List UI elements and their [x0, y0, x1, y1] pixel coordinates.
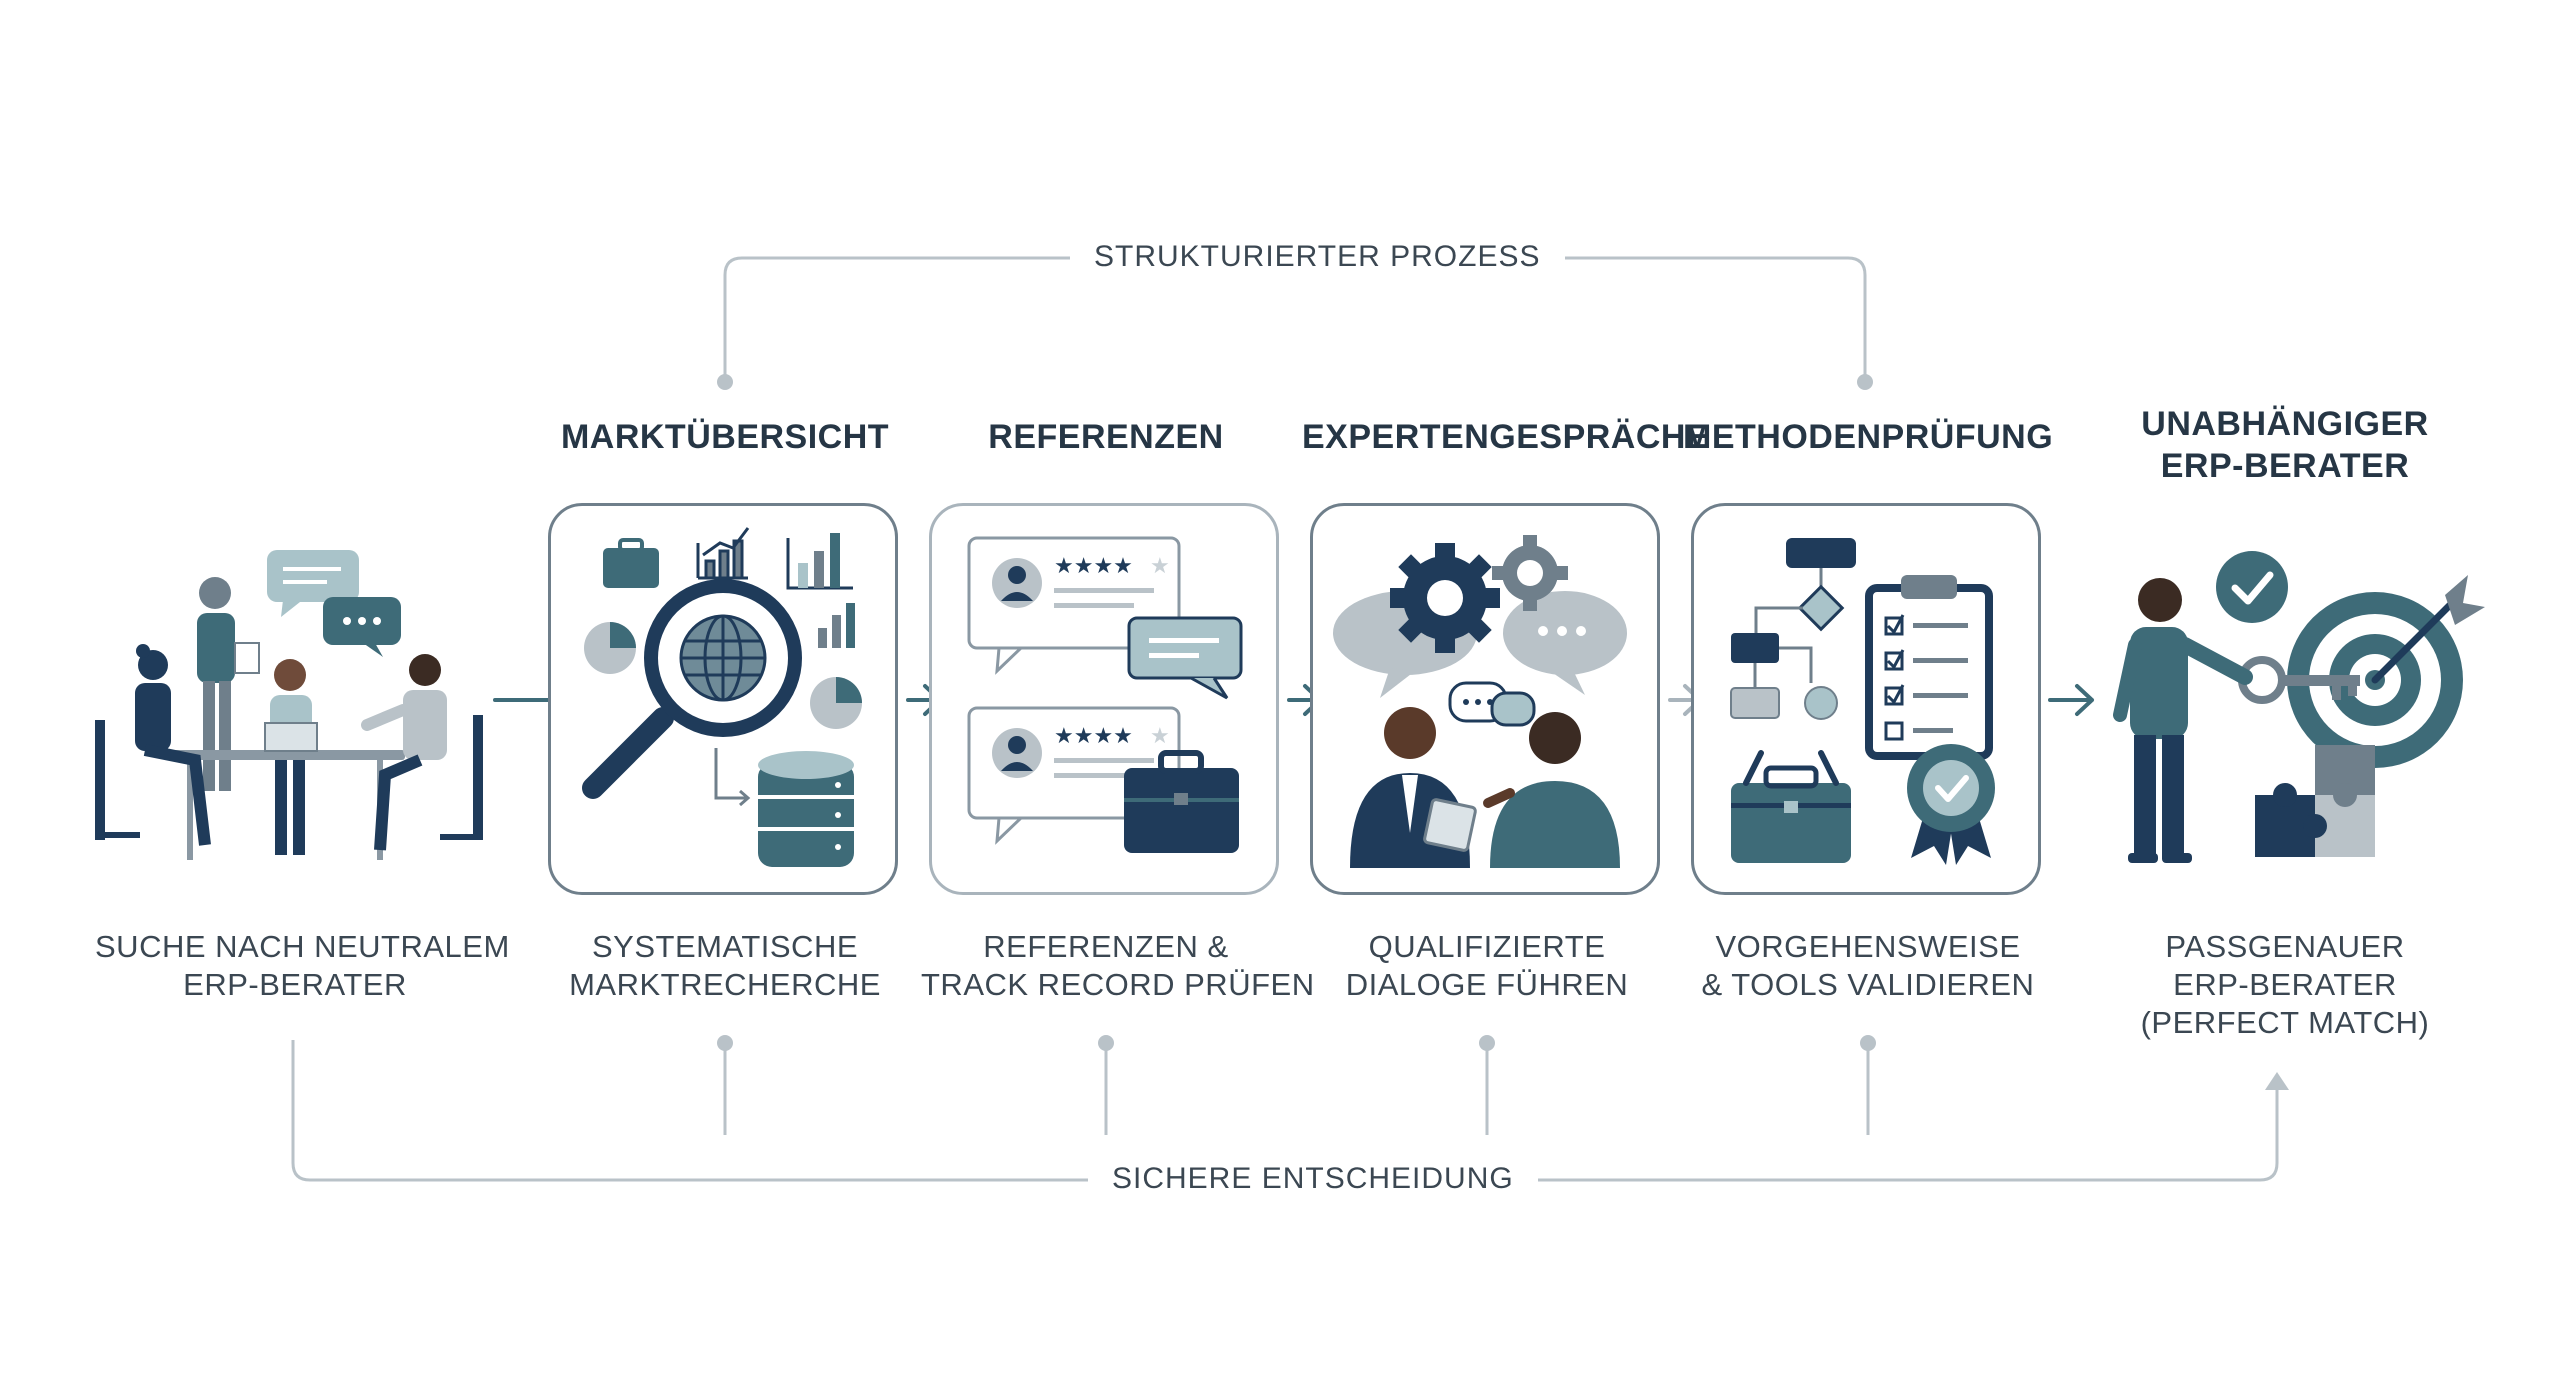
svg-text:★★★★: ★★★★: [1054, 554, 1133, 579]
meeting-icon: [95, 550, 483, 860]
svg-text:★: ★: [1150, 554, 1170, 579]
review-card-icon: ★★★★★: [967, 536, 1181, 675]
badge-icon: [1907, 744, 1995, 865]
puzzle-icon: [2255, 745, 2375, 857]
step-caption-expertengespraeche: QUALIFIZIERTE DIALOGE FÜHREN: [1345, 929, 1629, 1002]
step-caption-referenzen: REFERENZEN & TRACK RECORD PRÜFEN: [921, 929, 1315, 1002]
step-title-methodenpruefung: METHODENPRÜFUNG: [1683, 418, 2054, 456]
step-card-marktuebersicht: [548, 503, 898, 895]
database-icon: [758, 751, 854, 867]
result-title: UNABHÄNGIGER ERP-BERATER: [2141, 405, 2429, 485]
top-bracket-label: STRUKTURIERTER PROZESS: [1070, 240, 1565, 274]
step-title-marktuebersicht: MARKTÜBERSICHT: [560, 418, 890, 456]
step-card-methodenpruefung: [1691, 503, 2041, 895]
bar-chart-icon: [818, 603, 855, 648]
bar-chart-icon: [786, 533, 853, 590]
clipboard-checklist-icon: [1865, 575, 1993, 760]
flowchart-icon: [1730, 538, 1856, 720]
svg-text:★: ★: [1150, 724, 1170, 749]
gear-icon: [1492, 535, 1568, 611]
target-icon: [2113, 551, 2485, 863]
pie-chart-icon: [810, 677, 862, 729]
bar-chart-icon: [696, 527, 750, 580]
speech-bubble-icon: [1127, 616, 1243, 700]
magnifier-globe-icon: [582, 579, 802, 799]
step-card-referenzen: ★★★★★ ★★★★★: [929, 503, 1279, 895]
conversation-icon: [1448, 681, 1536, 727]
briefcase-icon: [603, 538, 659, 588]
step-caption-methodenpruefung: VORGEHENSWEISE & TOOLS VALIDIEREN: [1701, 929, 2035, 1002]
pie-chart-icon: [584, 622, 636, 674]
gear-icon: [1390, 543, 1500, 653]
step-title-expertengespraeche: EXPERTENGESPRÄCHE: [1302, 418, 1710, 456]
toolbox-icon: [1731, 750, 1851, 863]
svg-text:★★★★: ★★★★: [1054, 724, 1133, 749]
result-caption: PASSGENAUER ERP-BERATER (PERFECT MATCH): [2140, 929, 2430, 1040]
step-caption-marktuebersicht: SYSTEMATISCHE MARKTRECHERCHE: [569, 929, 881, 1002]
checkmark-icon: [2216, 551, 2288, 623]
start-caption: SUCHE NACH NEUTRALEM ERP-BERATER: [95, 929, 510, 1002]
step-title-referenzen: REFERENZEN: [988, 418, 1224, 456]
briefcase-icon: [1124, 750, 1239, 853]
bottom-bracket-label: SICHERE ENTSCHEIDUNG: [1088, 1162, 1538, 1196]
step-card-expertengespraeche: [1310, 503, 1660, 895]
